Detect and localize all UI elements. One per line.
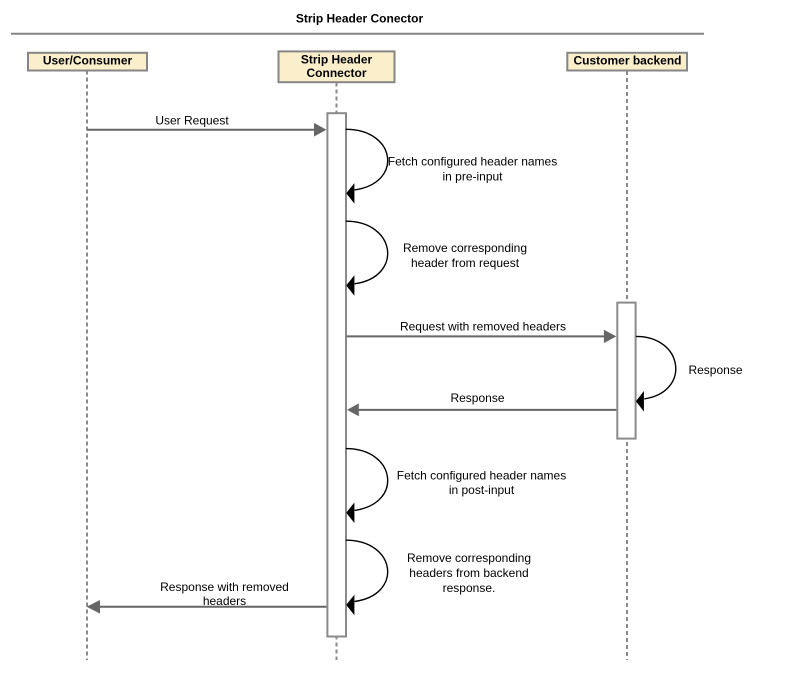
svg-text:User Request: User Request xyxy=(155,114,229,128)
svg-text:Strip Header: Strip Header xyxy=(301,53,373,67)
svg-text:in pre-input: in pre-input xyxy=(442,170,503,184)
svg-text:headers: headers xyxy=(203,594,246,608)
svg-text:Response with removed: Response with removed xyxy=(160,580,289,594)
svg-text:Connector: Connector xyxy=(307,66,367,80)
svg-text:in post-input: in post-input xyxy=(449,483,515,497)
svg-text:Customer backend: Customer backend xyxy=(573,54,681,68)
svg-text:Strip Header Conector: Strip Header Conector xyxy=(296,12,424,26)
svg-text:Remove corresponding: Remove corresponding xyxy=(407,551,531,565)
svg-text:headers from backend: headers from backend xyxy=(409,566,528,580)
svg-text:Fetch configured header names: Fetch configured header names xyxy=(397,469,566,483)
svg-text:Response: Response xyxy=(450,391,504,405)
svg-text:header from request: header from request xyxy=(411,256,520,270)
svg-text:Request with removed headers: Request with removed headers xyxy=(400,319,566,333)
svg-text:User/Consumer: User/Consumer xyxy=(43,54,133,68)
svg-text:response.: response. xyxy=(443,581,496,595)
svg-text:Response: Response xyxy=(688,363,742,377)
svg-text:Fetch configured header names: Fetch configured header names xyxy=(388,155,557,169)
svg-text:Remove corresponding: Remove corresponding xyxy=(403,241,527,255)
